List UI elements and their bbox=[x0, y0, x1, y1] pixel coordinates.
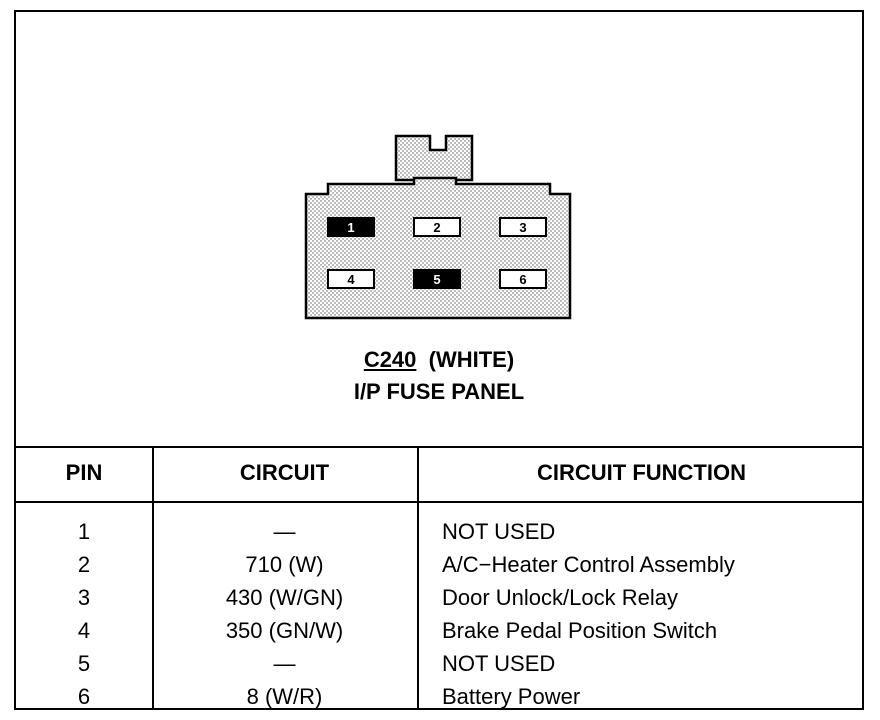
cavity-2: 2 bbox=[413, 217, 461, 237]
table-row: 6 8 (W/R) Battery Power bbox=[16, 680, 862, 713]
header-divider bbox=[16, 501, 862, 503]
pinout-frame: 1 2 3 4 5 6 C240 (WHITE) I/P FUSE PANEL PIN C… bbox=[14, 10, 864, 710]
pin-cell: 4 bbox=[77, 618, 91, 643]
circuit-cell: 430 (W/GN) bbox=[225, 585, 344, 610]
table-rows: 1 — NOT USED 2 710 (W) A/C−Heater Contro… bbox=[16, 515, 862, 713]
cavity-label: 3 bbox=[519, 220, 526, 235]
circuit-cell: 710 (W) bbox=[245, 552, 324, 577]
cavity-6: 6 bbox=[499, 269, 547, 289]
connector-color: (WHITE) bbox=[428, 347, 515, 372]
circuit-cell: — bbox=[273, 651, 296, 676]
function-cell: NOT USED bbox=[442, 651, 556, 676]
locking-tab bbox=[394, 134, 474, 182]
cavity-label: 5 bbox=[433, 272, 440, 287]
function-cell: Door Unlock/Lock Relay bbox=[442, 585, 678, 610]
cavity-1: 1 bbox=[327, 217, 375, 237]
function-cell: A/C−Heater Control Assembly bbox=[442, 552, 735, 577]
table-row: 3 430 (W/GN) Door Unlock/Lock Relay bbox=[16, 581, 862, 614]
column-divider bbox=[417, 448, 419, 710]
cavity-label: 2 bbox=[433, 220, 440, 235]
table-row: 4 350 (GN/W) Brake Pedal Position Switch bbox=[16, 614, 862, 647]
cavity-3: 3 bbox=[499, 217, 547, 237]
pin-cell: 1 bbox=[77, 519, 91, 544]
table-row: 1 — NOT USED bbox=[16, 515, 862, 548]
pinout-table: PIN CIRCUIT CIRCUIT FUNCTION 1 — NOT USE… bbox=[16, 448, 862, 710]
header-pin: PIN bbox=[65, 460, 103, 485]
circuit-cell: 350 (GN/W) bbox=[225, 618, 344, 643]
connector-location: I/P FUSE PANEL bbox=[353, 379, 525, 404]
circuit-cell: 8 (W/R) bbox=[246, 684, 323, 709]
pin-cell: 3 bbox=[77, 585, 91, 610]
cavity-label: 1 bbox=[347, 220, 354, 235]
connector-title: C240 (WHITE) I/P FUSE PANEL bbox=[16, 344, 862, 408]
circuit-cell: — bbox=[273, 519, 296, 544]
function-cell: Brake Pedal Position Switch bbox=[442, 618, 718, 643]
header-circuit: CIRCUIT bbox=[239, 460, 330, 485]
cavity-label: 6 bbox=[519, 272, 526, 287]
table-row: 5 — NOT USED bbox=[16, 647, 862, 680]
connector-diagram: 1 2 3 4 5 6 bbox=[304, 134, 572, 320]
table-row: 2 710 (W) A/C−Heater Control Assembly bbox=[16, 548, 862, 581]
cavity-4: 4 bbox=[327, 269, 375, 289]
cavity-label: 4 bbox=[347, 272, 355, 287]
function-cell: NOT USED bbox=[442, 519, 556, 544]
column-divider bbox=[152, 448, 154, 710]
pin-cell: 2 bbox=[77, 552, 91, 577]
pin-cell: 5 bbox=[77, 651, 91, 676]
pin-cell: 6 bbox=[77, 684, 91, 709]
connector-body bbox=[304, 176, 572, 320]
function-cell: Battery Power bbox=[442, 684, 581, 709]
connector-diagram-area: 1 2 3 4 5 6 C240 (WHITE) I/P FUSE PANEL bbox=[16, 12, 862, 448]
connector-id: C240 bbox=[363, 347, 417, 372]
cavity-5: 5 bbox=[413, 269, 461, 289]
header-circuit-function: CIRCUIT FUNCTION bbox=[537, 460, 746, 485]
